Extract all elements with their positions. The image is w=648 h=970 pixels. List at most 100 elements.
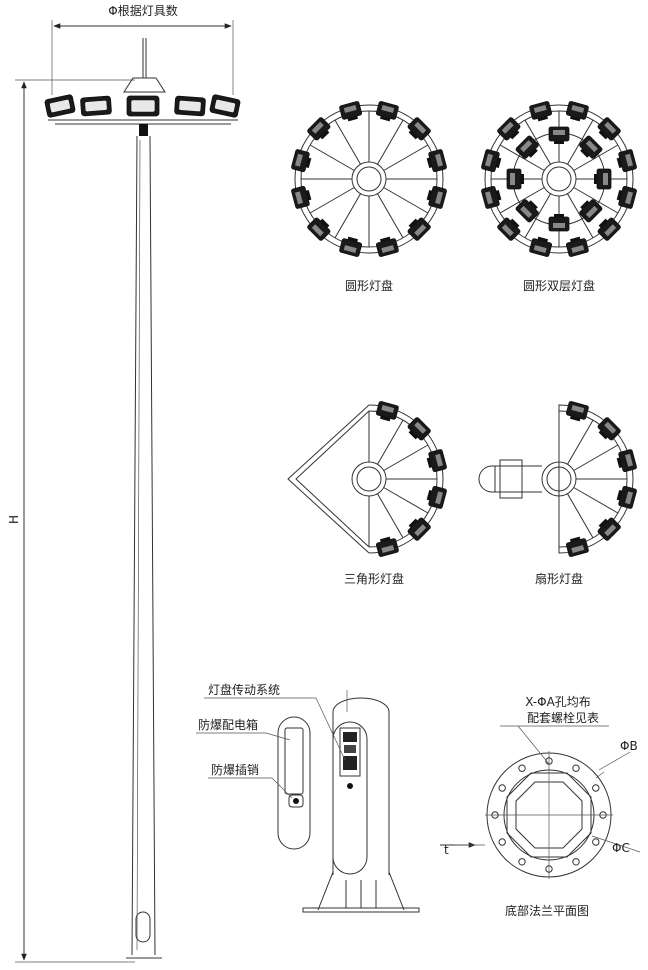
lamp-head xyxy=(407,117,431,141)
round-double-panel-label: 圆形双层灯盘 xyxy=(523,278,595,293)
top-width-label: Φ根据灯具数 xyxy=(108,3,177,18)
flange-holes-label: X-ΦA孔均布 xyxy=(525,695,591,709)
lamp-head xyxy=(548,126,570,144)
lamp-head xyxy=(375,101,399,122)
lamp-head xyxy=(307,217,331,241)
spoke xyxy=(573,144,619,171)
spoke xyxy=(499,187,545,214)
spoke xyxy=(334,193,361,239)
bolt-hole xyxy=(518,858,526,866)
round-panel xyxy=(291,101,447,257)
bolt-hole xyxy=(592,838,600,846)
spoke xyxy=(383,444,429,471)
spoke xyxy=(334,119,361,165)
lamp-head xyxy=(597,517,621,541)
bolt-hole xyxy=(545,865,553,873)
mast-elevation: Φ根据灯具数 H xyxy=(7,3,241,963)
bolt-hole xyxy=(518,764,526,772)
lamp-head xyxy=(529,236,553,257)
lamp-head xyxy=(597,217,621,241)
triangle-panel xyxy=(287,401,447,557)
lamp-head xyxy=(426,185,447,209)
spoke xyxy=(499,144,545,171)
lamp-head xyxy=(375,401,399,422)
lamp-head xyxy=(597,117,621,141)
spoke xyxy=(567,119,594,165)
flange-bolts-label: 配套螺栓见表 xyxy=(527,710,599,725)
lamp-head xyxy=(616,485,637,509)
lamp-head xyxy=(565,101,589,122)
bolt-hole xyxy=(498,784,506,792)
lamp-head xyxy=(339,236,363,257)
lamp-head xyxy=(407,417,431,441)
plug-pin-label: 防爆插销 xyxy=(211,762,259,777)
bolt-hole xyxy=(592,784,600,792)
lamp-head xyxy=(616,185,637,209)
lamp-head xyxy=(426,449,447,473)
lamp-head xyxy=(291,149,312,173)
power-box-label: 防爆配电箱 xyxy=(198,717,258,732)
lamp-head xyxy=(515,199,539,223)
spoke xyxy=(383,487,429,514)
spoke xyxy=(377,493,404,539)
lamp-head xyxy=(565,536,589,557)
bolt-hole xyxy=(545,757,553,765)
lamp-head xyxy=(579,135,603,159)
lamp-head xyxy=(579,199,603,223)
height-label: H xyxy=(7,515,21,524)
lamp-head xyxy=(407,217,431,241)
lamp-head xyxy=(497,217,521,241)
spoke xyxy=(567,493,594,539)
lamp-head xyxy=(291,185,312,209)
flange-thickness-label: t xyxy=(444,843,449,857)
lamp-head xyxy=(515,135,539,159)
lamp-head xyxy=(481,149,502,173)
bolt-hole xyxy=(498,838,506,846)
spoke xyxy=(383,187,429,214)
flange-caption: 底部法兰平面图 xyxy=(505,903,589,918)
round-double-panel xyxy=(481,101,637,257)
spoke xyxy=(573,444,619,471)
fan-panel-label: 扇形灯盘 xyxy=(535,571,583,586)
spoke xyxy=(309,187,355,214)
lamp-head xyxy=(616,449,637,473)
mast-lamp-crown xyxy=(44,94,241,136)
bolt-hole xyxy=(572,764,580,772)
lamp-head xyxy=(616,149,637,173)
bolt-hole xyxy=(599,811,607,819)
spoke xyxy=(524,119,551,165)
drive-system-label: 灯盘传动系统 xyxy=(208,682,280,697)
lamp-head xyxy=(375,536,399,557)
spoke xyxy=(567,193,594,239)
spoke xyxy=(377,193,404,239)
lamp-head xyxy=(597,417,621,441)
flange-phi-b-label: ΦB xyxy=(620,739,638,753)
spoke xyxy=(377,419,404,465)
lamp-head xyxy=(565,236,589,257)
lamp-head xyxy=(497,117,521,141)
lamp-head xyxy=(407,517,431,541)
bolt-hole xyxy=(491,811,499,819)
spoke xyxy=(573,187,619,214)
fan-panel xyxy=(478,401,637,557)
lamp-head xyxy=(307,117,331,141)
spoke xyxy=(573,487,619,514)
spoke xyxy=(524,193,551,239)
lamp-head xyxy=(529,101,553,122)
spoke xyxy=(377,119,404,165)
spoke xyxy=(383,144,429,171)
bolt-hole xyxy=(572,858,580,866)
lamp-head xyxy=(565,401,589,422)
lamp-head xyxy=(548,214,570,232)
lamp-head xyxy=(481,185,502,209)
flange-phi-c-label: ΦC xyxy=(612,841,630,855)
spoke xyxy=(567,419,594,465)
round-panel-label: 圆形灯盘 xyxy=(345,278,393,293)
lamp-head xyxy=(339,101,363,122)
lamp-head xyxy=(426,485,447,509)
base-flange-plan xyxy=(440,725,641,879)
lamp-head xyxy=(506,168,524,190)
lamp-head xyxy=(375,236,399,257)
lamp-head xyxy=(426,149,447,173)
